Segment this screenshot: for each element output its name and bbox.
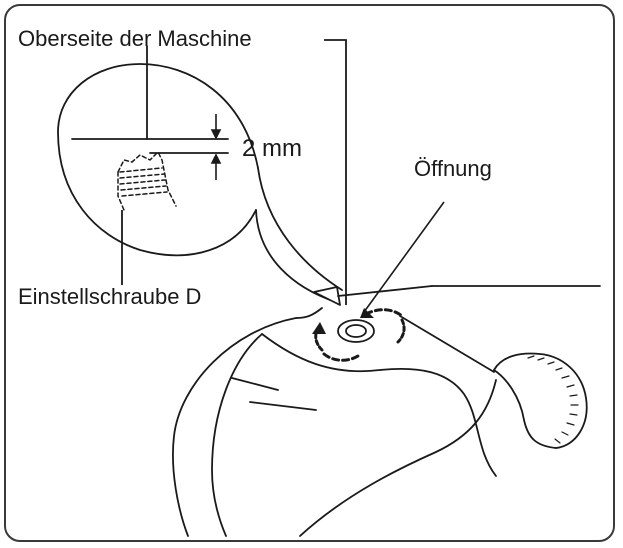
top-edge-rear: [337, 285, 433, 297]
hand-wheel-rim: [493, 352, 588, 449]
screw-opening: [337, 319, 375, 343]
rotation-arrow-right: [396, 318, 406, 344]
figure-frame: [4, 4, 615, 542]
hand-wheel-knurling: [527, 355, 579, 444]
detail-bubble-outline: [57, 63, 259, 257]
front-face-edge: [261, 333, 497, 477]
screw-outline: [117, 150, 177, 211]
top-surface-reference: [71, 45, 229, 154]
upper-dimension-arrowhead: [210, 129, 222, 140]
gap-dimension-arrows: [210, 114, 222, 180]
adjusting-screw-hidden: [117, 150, 177, 211]
rotation-arrow-upper: [364, 308, 404, 318]
rotation-arrow-lower: [322, 352, 360, 362]
hand-wheel-face: [493, 369, 557, 449]
label-adjusting-screw: Einstellschraube D: [18, 284, 201, 309]
head-inner-contour: [211, 333, 263, 537]
top-edge-front: [295, 307, 323, 319]
pointer-arrow: [313, 286, 341, 306]
label-gap: 2 mm: [242, 135, 302, 162]
body-highlight-2: [249, 401, 317, 411]
label-opening: Öffnung: [414, 156, 492, 181]
detail-bubble-tail-left: [255, 209, 337, 303]
rotation-arrowhead-left: [312, 322, 326, 334]
body-highlight-1: [231, 377, 279, 391]
detail-bubble-tail-right: [257, 167, 343, 291]
rotation-arrowhead-upper: [360, 308, 374, 318]
head-outer-contour: [172, 317, 297, 537]
machine-body: [172, 285, 601, 537]
detail-callout: [57, 63, 343, 303]
label-top-of-machine: Oberseite der Maschine: [18, 26, 252, 51]
machine-top-leader: [324, 39, 347, 305]
opening-inner: [345, 324, 367, 338]
lower-shell: [299, 379, 497, 537]
lower-dimension-arrowhead: [210, 153, 222, 164]
hand-wheel: [493, 352, 588, 449]
opening-leader: [363, 201, 445, 313]
right-top-surface: [399, 315, 495, 373]
